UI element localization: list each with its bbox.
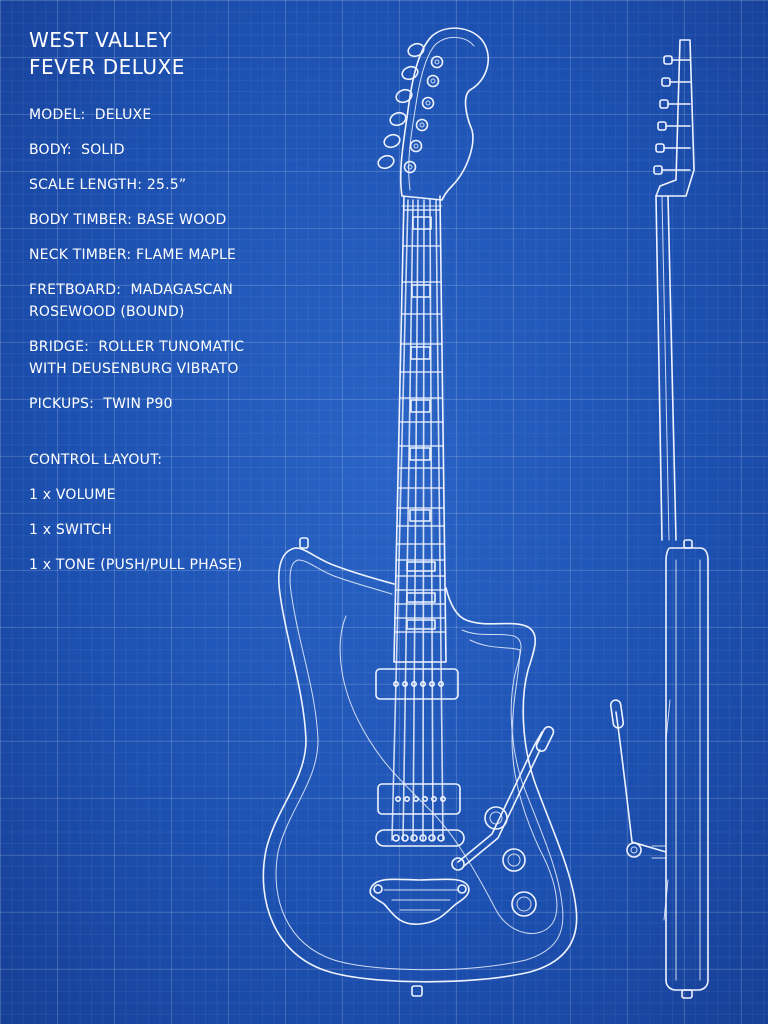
tuner-post-2 — [426, 74, 440, 88]
side-neck — [655, 195, 677, 541]
title-line-2: FEVER DELUXE — [29, 55, 185, 79]
strings — [391, 199, 444, 841]
switch-knob — [502, 848, 526, 872]
control-tone: 1 x TONE (PUSH/PULL PHASE) — [29, 557, 243, 573]
side-vibrato-arm — [609, 699, 667, 859]
bridge-pickup — [377, 783, 461, 815]
side-headstock — [655, 39, 695, 197]
tuner-post-1 — [430, 55, 444, 69]
spec-bridge: BRIDGE: ROLLER TUNOMATIC — [29, 339, 245, 355]
control-switch: 1 x SWITCH — [29, 522, 112, 538]
pickguard — [339, 615, 558, 934]
tuner-key-5 — [383, 133, 401, 149]
vibrato-tailpiece — [369, 878, 470, 925]
vibrato-arm — [451, 726, 555, 871]
tuner-row — [377, 42, 444, 174]
spec-bridge-line2: WITH DEUSENBURG VIBRATO — [29, 361, 239, 377]
tuner-key-3 — [395, 88, 413, 104]
volume-knob — [484, 806, 508, 830]
body-outline — [262, 547, 578, 983]
side-body — [665, 547, 709, 991]
headstock-outline — [399, 27, 490, 201]
side-tuners — [653, 55, 691, 175]
tone-knob — [511, 891, 537, 917]
spec-list: MODEL: DELUXE BODY: SOLID SCALE LENGTH: … — [29, 104, 244, 576]
title-line-1: WEST VALLEY — [29, 28, 172, 52]
spec-pickups: PICKUPS: TWIN P90 — [29, 396, 173, 412]
control-knobs — [484, 806, 537, 917]
strap-button-top — [299, 537, 309, 549]
tuner-post-5 — [409, 139, 423, 153]
spec-fretboard: FRETBOARD: MADAGASCAN — [29, 282, 234, 298]
guitar-front-view — [262, 27, 578, 997]
blueprint-title: WEST VALLEY FEVER DELUXE — [29, 27, 185, 81]
tuner-post-3 — [421, 96, 435, 110]
spec-scale-length: SCALE LENGTH: 25.5” — [29, 177, 187, 193]
tuner-key-1 — [407, 42, 425, 58]
frets — [394, 209, 447, 633]
control-volume: 1 x VOLUME — [29, 487, 116, 503]
neck-outline — [393, 195, 447, 663]
tuner-post-4 — [415, 118, 429, 132]
tuner-key-4 — [389, 111, 407, 127]
neck-pickup — [375, 668, 459, 700]
spec-model: MODEL: DELUXE — [29, 107, 152, 123]
spec-body-timber: BODY TIMBER: BASE WOOD — [29, 212, 227, 228]
spec-fretboard-line2: ROSEWOOD (BOUND) — [29, 304, 185, 320]
tuner-post-6 — [403, 160, 417, 174]
tuner-key-6 — [377, 154, 395, 170]
body-inner-edge — [275, 559, 564, 971]
tuner-key-2 — [401, 65, 419, 81]
side-strap-button-top — [683, 539, 693, 549]
guitar-side-view — [609, 39, 709, 999]
side-strap-button-bottom — [681, 989, 693, 999]
controls-heading: CONTROL LAYOUT: — [29, 452, 163, 468]
tunomatic-bridge — [375, 829, 465, 847]
spec-body: BODY: SOLID — [29, 142, 125, 158]
headstock-inner — [408, 37, 475, 191]
spec-neck-timber: NECK TIMBER: FLAME MAPLE — [29, 247, 237, 263]
strap-button-bottom — [411, 985, 423, 997]
